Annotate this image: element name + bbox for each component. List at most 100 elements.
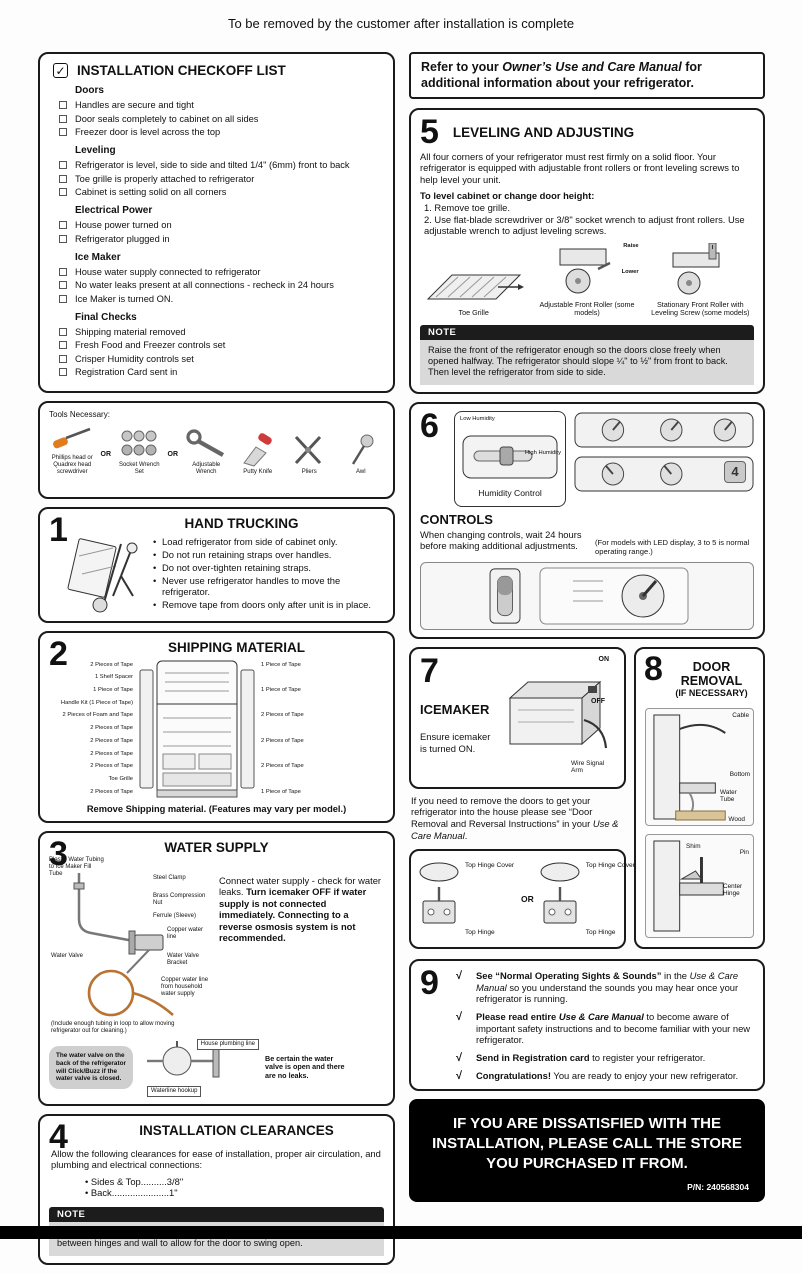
door-removal-title: DOOR REMOVAL <box>680 659 743 688</box>
awl-icon <box>351 434 374 465</box>
rocker-switch-illustration <box>489 568 521 624</box>
refrigerator-shipping-illustration <box>139 660 255 797</box>
controls-title: CONTROLS <box>420 511 493 527</box>
led-display: 4 <box>724 460 746 483</box>
checklist-item: Handles are secure and tight <box>59 100 384 111</box>
checklist-item-label: Handles are secure and tight <box>75 100 194 110</box>
shipping-label: 2 Pieces of Tape <box>90 763 133 770</box>
valve-open-note: Be certain the water valve is open and t… <box>265 1053 345 1080</box>
shipping-labels-right: 1 Piece of Tape 1 Piece of Tape 2 Pieces… <box>261 658 331 800</box>
checklist-item: Refrigerator plugged in <box>59 234 384 245</box>
checklist-item-label: Shipping material removed <box>75 326 186 337</box>
shipping-label: 2 Pieces of Tape <box>90 788 133 795</box>
tool-pliers: Pliers <box>286 433 333 476</box>
or-label: OR <box>167 450 179 458</box>
leveling-panel: 5 LEVELING AND ADJUSTING All four corner… <box>409 108 765 394</box>
low-humidity-label: Low Humidity <box>460 415 495 422</box>
wire-signal-arm-label: Wire Signal Arm <box>571 759 605 774</box>
checkbox-icon <box>59 267 67 276</box>
tool-caption: Adjustable Wrench <box>192 461 221 475</box>
section-number: 7 <box>420 651 439 690</box>
checklist-item-label: Door seals completely to cabinet on all … <box>75 113 259 124</box>
checklist-item: No water leaks present at all connection… <box>59 280 384 291</box>
shipping-label: 1 Piece of Tape <box>93 686 133 693</box>
shipping-label: 2 Pieces of Tape <box>90 737 133 744</box>
bullet-item: Do not over-tighten retaining straps. <box>153 562 384 574</box>
tools-panel: Tools Necessary: Phillips head or Quadre… <box>38 400 395 499</box>
figure-caption: Toe Grille <box>458 308 489 318</box>
off-label: OFF <box>591 697 605 705</box>
checklist-item-label: Registration Card sent in <box>75 367 178 377</box>
screwdriver-icon <box>53 427 91 448</box>
round-dial-illustration <box>539 567 689 625</box>
controls-panel: 6 Low Humidity High Humidity Humidity Co… <box>409 401 765 639</box>
checkbox-icon <box>59 354 67 363</box>
tool-adjustable-wrench: Adjustable Wrench <box>183 428 230 476</box>
control-panel-strip-2: 4 <box>574 455 754 493</box>
final-item: √ See “Normal Operating Sights & Sounds”… <box>456 970 754 1005</box>
check-icon: √ <box>456 1069 463 1082</box>
checkoff-group-electrical: Electrical Power House power turned on R… <box>49 205 384 245</box>
checkbox-icon <box>59 341 67 349</box>
waterline-hookup-figure: House plumbing line Waterline hookup <box>139 1038 259 1097</box>
tool-caption: Awl <box>355 468 366 475</box>
humidity-control-label: Humidity Control <box>478 487 542 498</box>
checkbox-icon <box>59 188 67 196</box>
left-column: ✓ INSTALLATION CHECKOFF LIST Doors Handl… <box>38 52 395 1273</box>
hand-truck-illustration <box>67 537 138 612</box>
icemaker-figure: ON OFF Wire Signal Arm <box>502 656 615 774</box>
checklist-item: Door seals completely to cabinet on all … <box>59 114 384 125</box>
dial-strip-illustration <box>574 456 754 492</box>
leveling-subheading: To level cabinet or change door height: <box>420 190 595 202</box>
checkbox-icon <box>59 281 67 289</box>
bullet-item: Never use refrigerator handles to move t… <box>153 575 384 598</box>
note-label: NOTE <box>420 324 754 340</box>
group-heading: Electrical Power <box>75 205 153 216</box>
final-item: √ Please read entire Use & Care Manual t… <box>456 1011 754 1046</box>
pin-label: Pin <box>739 848 749 856</box>
tool-socket-set: Socket Wrench Set <box>116 428 163 476</box>
water-supply-illustration: Plastic Water Tubing to Ice Maker Fill T… <box>49 857 211 1035</box>
group-heading: Final Checks <box>75 311 137 323</box>
checkoff-group-leveling: Leveling Refrigerator is level, side to … <box>49 145 384 198</box>
door-removal-panel: 8 DOOR REMOVAL (IF NECESSARY) Cable Bott… <box>634 646 765 950</box>
lower-label: Lower <box>621 268 639 275</box>
adjustable-roller-illustration <box>559 248 611 294</box>
note-label: NOTE <box>49 1206 384 1222</box>
group-heading: Leveling <box>75 145 116 156</box>
right-column: Refer to your Owner’s Use and Care Manua… <box>409 52 765 1202</box>
checkbox-icon <box>59 327 67 336</box>
checklist-item-label: Crisper Humidity controls set <box>75 353 194 364</box>
bottom-black-bar <box>0 1226 802 1239</box>
checkoff-group-icemaker: Ice Maker House water supply connected t… <box>49 252 384 305</box>
shipping-material-panel: 2 SHIPPING MATERIAL 2 Pieces of Tape 1 S… <box>38 630 395 823</box>
toe-grille-illustration <box>426 274 524 300</box>
control-switch-dial-figure <box>420 561 754 630</box>
checkoff-group-final: Final Checks Shipping material removed F… <box>49 312 384 379</box>
hinge-label: Top Hinge <box>465 928 495 936</box>
shipping-label: 2 Pieces of Tape <box>261 712 304 719</box>
top-hinge-illustration <box>419 862 459 924</box>
tool-putty-knife: Putty Knife <box>235 432 282 476</box>
wrench-icon <box>186 428 225 457</box>
diagram-label: (Include enough tubing in loop to allow … <box>51 1020 175 1034</box>
clearance-item: • Sides & Top..........3/8" <box>85 1175 184 1187</box>
figure-caption: Stationary Front Roller with Leveling Sc… <box>651 299 750 318</box>
valve-click-note: The water valve on the back of the refri… <box>49 1046 133 1089</box>
checklist-item: Toe grille is properly attached to refri… <box>59 174 384 185</box>
checklist-item: Cabinet is setting solid on all corners <box>59 187 384 198</box>
toe-grille-figure: Toe Grille <box>420 263 527 317</box>
raise-label: Raise <box>623 242 639 249</box>
shipping-label: 2 Pieces of Tape <box>261 763 304 770</box>
tool-screwdriver: Phillips head or Quadrex head screwdrive… <box>49 423 96 476</box>
bottom-label: Bottom <box>729 770 750 778</box>
shipping-label: 2 Pieces of Tape <box>90 725 133 732</box>
tool-caption: Socket Wrench Set <box>118 461 160 475</box>
final-item: √ Congratulations! You are ready to enjo… <box>456 1070 754 1082</box>
icemaker-illustration <box>508 680 608 748</box>
water-supply-panel: 3 WATER SUPPLY Plastic Water Tubing to I… <box>38 830 395 1106</box>
bullet-item: Remove tape from doors only after unit i… <box>153 599 384 611</box>
clearance-item: • Back......................1" <box>85 1187 178 1199</box>
checklist-item-label: Toe grille is properly attached to refri… <box>75 173 255 184</box>
shipping-label: 2 Pieces of Tape <box>90 750 133 757</box>
